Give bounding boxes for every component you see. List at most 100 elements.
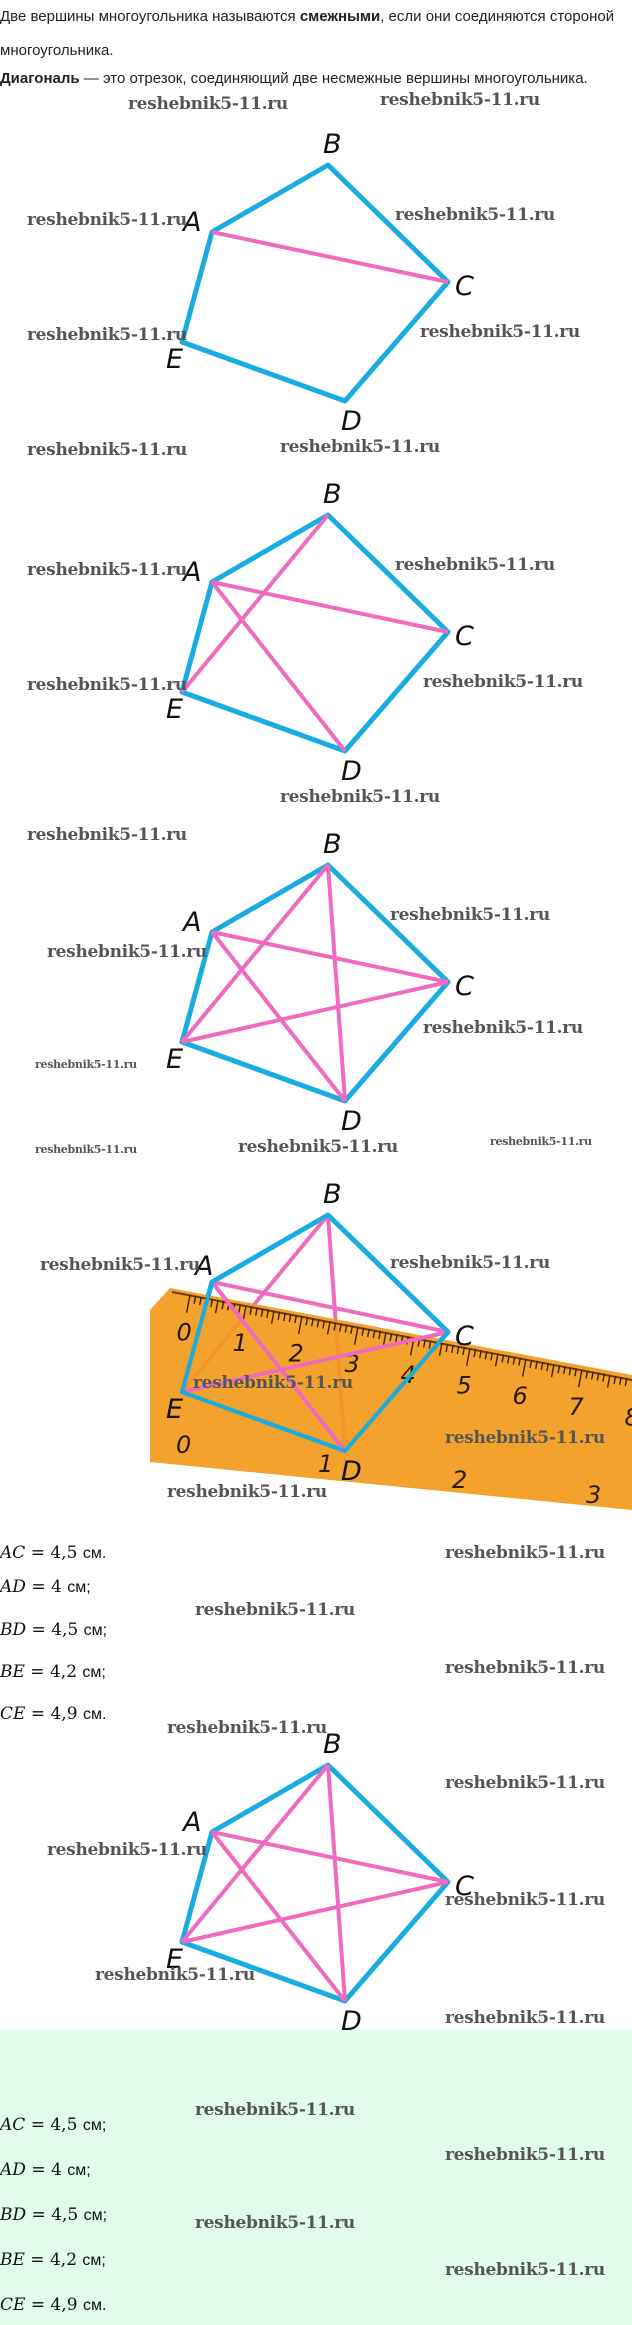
ruler-tick [591, 1371, 594, 1380]
intro-text: , если они соединяются стороной многоуго… [0, 8, 615, 59]
vertex-label-b: B [323, 829, 342, 860]
watermark: reshebnik5-11.ru [167, 1718, 327, 1738]
ruler-tick [577, 1369, 583, 1388]
diagonal-ce [181, 1330, 449, 1394]
ruler-tick [574, 1368, 578, 1377]
ruler-tick [294, 1315, 298, 1324]
ruler-tick [372, 1329, 376, 1339]
watermark: reshebnik5-11.ru [167, 1482, 327, 1502]
ruler-ticks [185, 1294, 628, 1388]
ruler-tick [344, 1324, 348, 1333]
ruler-tick [423, 1339, 426, 1348]
ruler-tick [512, 1356, 516, 1365]
ruler-tick [277, 1311, 281, 1321]
watermark: reshebnik5-11.ru [195, 2213, 355, 2233]
figure-pentagon-3: A B C D E [0, 820, 632, 1150]
term-diagonal: Диагональ [0, 70, 80, 87]
figure-pentagon-ruler: 0123456780123 A B C D E [0, 1170, 632, 1510]
watermark: reshebnik5-11.ru [490, 1135, 592, 1148]
watermark: reshebnik5-11.ru [40, 1255, 200, 1275]
diagonal-ce [181, 980, 449, 1044]
ruler-tick [535, 1360, 538, 1369]
diagonal-bd [326, 864, 347, 1102]
diagonal-ac [211, 1280, 449, 1334]
vertex-label-c: C [455, 1321, 474, 1352]
intro-paragraph-2: Диагональ — это отрезок, соединяющий две… [0, 67, 625, 91]
ruler-tick [501, 1354, 505, 1363]
ruler-tick [521, 1358, 527, 1377]
ruler-tick [395, 1334, 398, 1343]
ruler-tick [540, 1361, 544, 1371]
figure-pentagon-1: A B C D E [0, 120, 632, 450]
ruler-tick [606, 1374, 611, 1388]
ruler-number: 8 [625, 1403, 632, 1431]
ruler-tick [568, 1367, 572, 1376]
intro-text: — это отрезок, соединяющий две несмежные… [79, 70, 588, 87]
ruler-number-lower: 3 [586, 1481, 601, 1509]
ruler-tick [326, 1321, 331, 1335]
ruler-tick [361, 1327, 365, 1336]
ruler-tick [479, 1350, 482, 1359]
vertex-label-c: C [455, 621, 474, 652]
ruler-tick [602, 1373, 606, 1382]
ruler-tick [353, 1326, 359, 1345]
diagonal-ac [211, 930, 449, 984]
ruler-number: 5 [457, 1372, 472, 1400]
ruler-tick [367, 1328, 370, 1338]
watermark: reshebnik5-11.ru [445, 2260, 605, 2280]
ruler-tick [596, 1372, 600, 1381]
ruler-tick [619, 1376, 622, 1385]
ruler-tick [507, 1355, 510, 1364]
vertex-label-b: B [323, 129, 342, 160]
watermark: reshebnik5-11.ru [445, 1773, 605, 1793]
intro-text: Две вершины многоугольника называются [0, 8, 300, 25]
ruler-tick [484, 1351, 488, 1360]
figure-pentagon-2: A B C D E [0, 470, 632, 800]
vertex-label-a: A [193, 1251, 213, 1282]
ruler-tick [563, 1366, 566, 1375]
ruler-tick [613, 1375, 617, 1384]
pentagon-sides-overlay [180, 1213, 450, 1453]
watermark: reshebnik5-11.ru [35, 1143, 137, 1156]
diagonal-ce [181, 1880, 449, 1944]
watermark: reshebnik5-11.ru [195, 1600, 355, 1620]
ruler-tick [550, 1364, 555, 1378]
ruler-tick [266, 1309, 270, 1318]
watermark: reshebnik5-11.ru [445, 1658, 605, 1678]
watermark: reshebnik5-11.ru [445, 2145, 605, 2165]
vertex-label-e: E [166, 694, 183, 725]
vertex-label-a: A [181, 557, 201, 588]
diagonal-ac [211, 230, 449, 284]
ruler-tick [494, 1353, 499, 1367]
ruler-numbers: 0123456780123 [176, 1318, 632, 1509]
ruler-tick [382, 1332, 387, 1346]
vertex-label-a: A [181, 207, 201, 238]
ruler-tick [297, 1316, 303, 1335]
watermark: reshebnik5-11.ru [280, 787, 440, 807]
ruler-tick [465, 1348, 471, 1367]
ruler-tick [529, 1359, 533, 1368]
ruler-tick [185, 1294, 191, 1313]
ruler-tick [557, 1365, 561, 1374]
ruler-tick [462, 1347, 466, 1356]
vertex-label-d: D [341, 756, 362, 787]
diagonal-ad [210, 580, 347, 753]
diagonal-ac [211, 580, 449, 634]
ruler-tick [214, 1300, 219, 1314]
ruler-tick [350, 1325, 354, 1334]
ruler-tick [585, 1370, 589, 1379]
ruler-number: 2 [289, 1340, 304, 1368]
watermark: reshebnik5-11.ru [280, 437, 440, 457]
ruler-tick [451, 1344, 454, 1354]
watermark: reshebnik5-11.ru [27, 325, 187, 345]
ruler-tick [378, 1331, 382, 1340]
ruler-tick [546, 1362, 550, 1372]
ruler-tick [260, 1308, 264, 1317]
vertex-label-d: D [341, 1106, 362, 1137]
ruler-number-lower: 2 [452, 1466, 467, 1494]
pentagon-sides [179, 162, 451, 404]
answer-be: BE = 4,2 см; [0, 2250, 106, 2270]
intro-paragraph-1: Две вершины многоугольника называются см… [0, 0, 625, 68]
ruler-tick [456, 1345, 460, 1355]
watermark: reshebnik5-11.ru [445, 1890, 605, 1910]
